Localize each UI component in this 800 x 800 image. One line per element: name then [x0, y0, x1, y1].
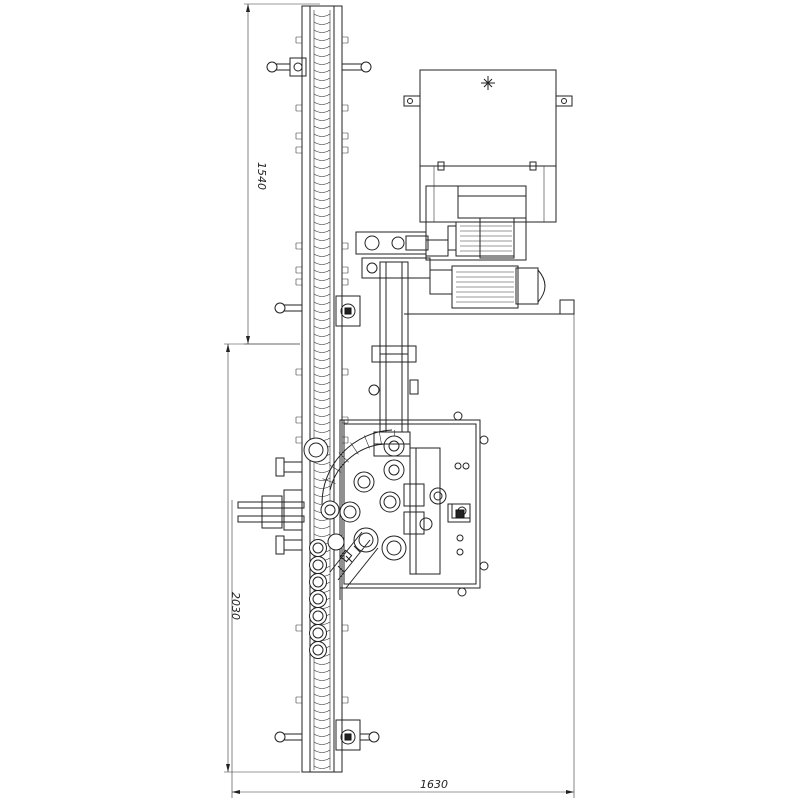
dimension-lines: [224, 3, 575, 798]
control-cabinet: [403, 69, 573, 223]
side-rails: [339, 420, 345, 600]
dimension-overall-width: 1630: [420, 778, 448, 791]
vertical-conveyor: [301, 5, 343, 773]
dimension-upper-height: 1540: [255, 162, 268, 190]
conveyor-brackets: [237, 57, 380, 751]
transfer-chute: [368, 261, 419, 433]
drive-motors: [355, 185, 575, 315]
conveyor-guide-markers: [295, 36, 349, 704]
bottle-queue: [303, 437, 340, 659]
diagonal-guide: [329, 531, 379, 589]
dimension-lower-height: 2030: [229, 592, 242, 620]
